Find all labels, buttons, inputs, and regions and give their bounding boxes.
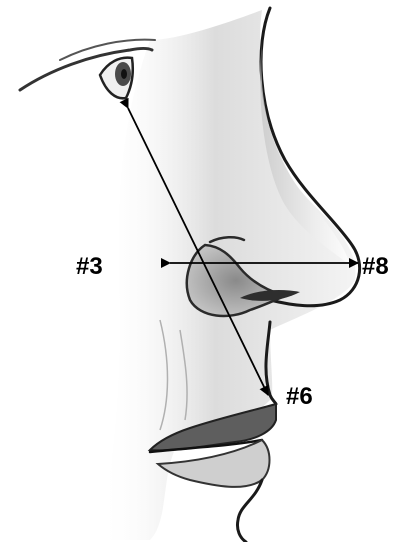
face-profile-sketch — [20, 8, 360, 542]
label-point-8: #8 — [362, 253, 389, 280]
eye-pupil — [121, 69, 127, 79]
label-point-3: #3 — [76, 253, 103, 280]
label-point-6: #6 — [286, 383, 313, 410]
chin-contour — [237, 480, 262, 542]
